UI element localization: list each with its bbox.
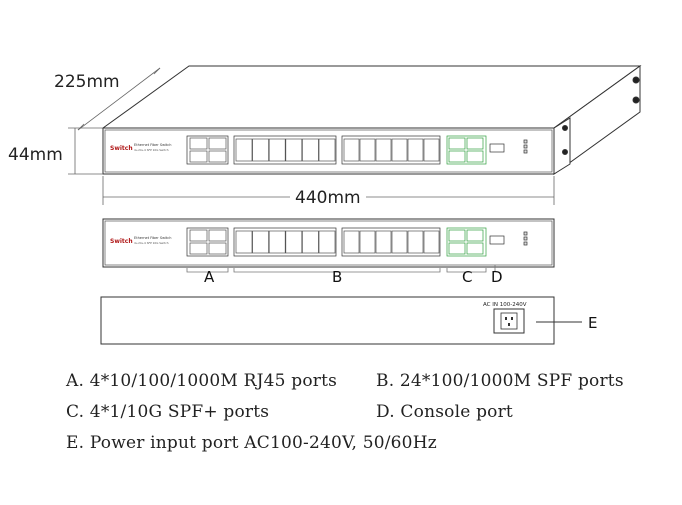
status-led xyxy=(523,231,528,236)
power-socket-icon xyxy=(493,308,525,334)
sfp-plus-port xyxy=(448,229,466,242)
console-port xyxy=(489,235,505,245)
sfp-port xyxy=(318,138,336,162)
sfp-port xyxy=(375,230,392,254)
legend-b: B. 24*100/1000M SPF ports xyxy=(376,371,624,391)
brand-subtitle: 4+24+4 SFP 10G Switch xyxy=(134,148,169,152)
sfp-port xyxy=(407,138,424,162)
brand-subtitle: 4+24+4 SFP 10G Switch xyxy=(134,241,169,245)
rj45-port xyxy=(189,137,208,150)
brand-name: Switch xyxy=(110,238,133,245)
brand-name: Switch xyxy=(110,145,133,152)
port-group-top xyxy=(186,135,528,165)
screw-icon xyxy=(632,76,640,84)
status-led xyxy=(523,144,528,149)
sfp-port xyxy=(343,138,360,162)
callout-e: E xyxy=(588,314,597,332)
brand-title: Ethernet Fiber Switch xyxy=(134,143,171,147)
sfp-port xyxy=(285,138,303,162)
sfp-port xyxy=(391,230,408,254)
legend-d: D. Console port xyxy=(376,402,513,422)
sfp-plus-port xyxy=(466,137,484,150)
sfp-port xyxy=(235,230,253,254)
rj45-port xyxy=(208,229,227,242)
height-label: 44mm xyxy=(8,145,63,165)
callout-d: D xyxy=(491,268,503,286)
width-label: 440mm xyxy=(295,188,361,208)
sfp-port xyxy=(235,138,253,162)
sfp-port xyxy=(359,138,376,162)
sfp-plus-port xyxy=(466,150,484,163)
sfp-plus-port xyxy=(448,137,466,150)
sfp-port xyxy=(391,138,408,162)
status-led xyxy=(523,149,528,154)
legend-e: E. Power input port AC100-240V, 50/60Hz xyxy=(66,433,437,453)
sfp-port xyxy=(407,230,424,254)
rack-ear xyxy=(553,117,571,175)
status-led xyxy=(523,236,528,241)
sfp-port xyxy=(359,230,376,254)
status-led xyxy=(523,139,528,144)
rj45-port xyxy=(208,137,227,150)
sfp-plus-port xyxy=(448,150,466,163)
sfp-port xyxy=(268,138,286,162)
rear-panel-frame xyxy=(100,296,555,345)
status-led xyxy=(523,241,528,246)
sfp-port xyxy=(302,230,319,254)
sfp-port xyxy=(375,138,392,162)
rear-panel: AC IN 100-240V xyxy=(100,296,582,345)
rj45-port xyxy=(189,242,208,255)
power-label: AC IN 100-240V xyxy=(483,302,527,308)
callout-b: B xyxy=(332,268,342,286)
port-group-bottom xyxy=(186,227,528,257)
dimension-lines xyxy=(68,67,555,205)
rj45-port xyxy=(189,150,208,163)
front-panel-top: Switch Ethernet Fiber Switch 4+24+4 SFP … xyxy=(110,135,528,165)
legend-c: C. 4*1/10G SPF+ ports xyxy=(66,402,270,422)
console-port xyxy=(489,143,505,153)
rj45-port xyxy=(208,242,227,255)
sfp-port xyxy=(268,230,286,254)
sfp-port xyxy=(423,230,440,254)
chassis-top-face xyxy=(101,65,642,129)
front-panel-bottom: Switch Ethernet Fiber Switch 4+24+4 SFP … xyxy=(110,227,528,257)
callout-brackets xyxy=(186,265,496,273)
brand-title: Ethernet Fiber Switch xyxy=(134,236,171,240)
rj45-port xyxy=(208,150,227,163)
sfp-port xyxy=(423,138,440,162)
callout-a: A xyxy=(204,268,215,286)
sfp-plus-port xyxy=(466,242,484,255)
sfp-plus-port xyxy=(448,242,466,255)
sfp-port xyxy=(285,230,303,254)
sfp-port xyxy=(343,230,360,254)
sfp-port xyxy=(318,230,336,254)
sfp-port xyxy=(252,138,269,162)
legend-a: A. 4*10/100/1000M RJ45 ports xyxy=(66,371,338,391)
depth-label: 225mm xyxy=(54,72,120,92)
sfp-port xyxy=(302,138,319,162)
sfp-plus-port xyxy=(466,229,484,242)
rj45-port xyxy=(189,229,208,242)
sfp-port xyxy=(252,230,269,254)
callout-c: C xyxy=(462,268,472,286)
